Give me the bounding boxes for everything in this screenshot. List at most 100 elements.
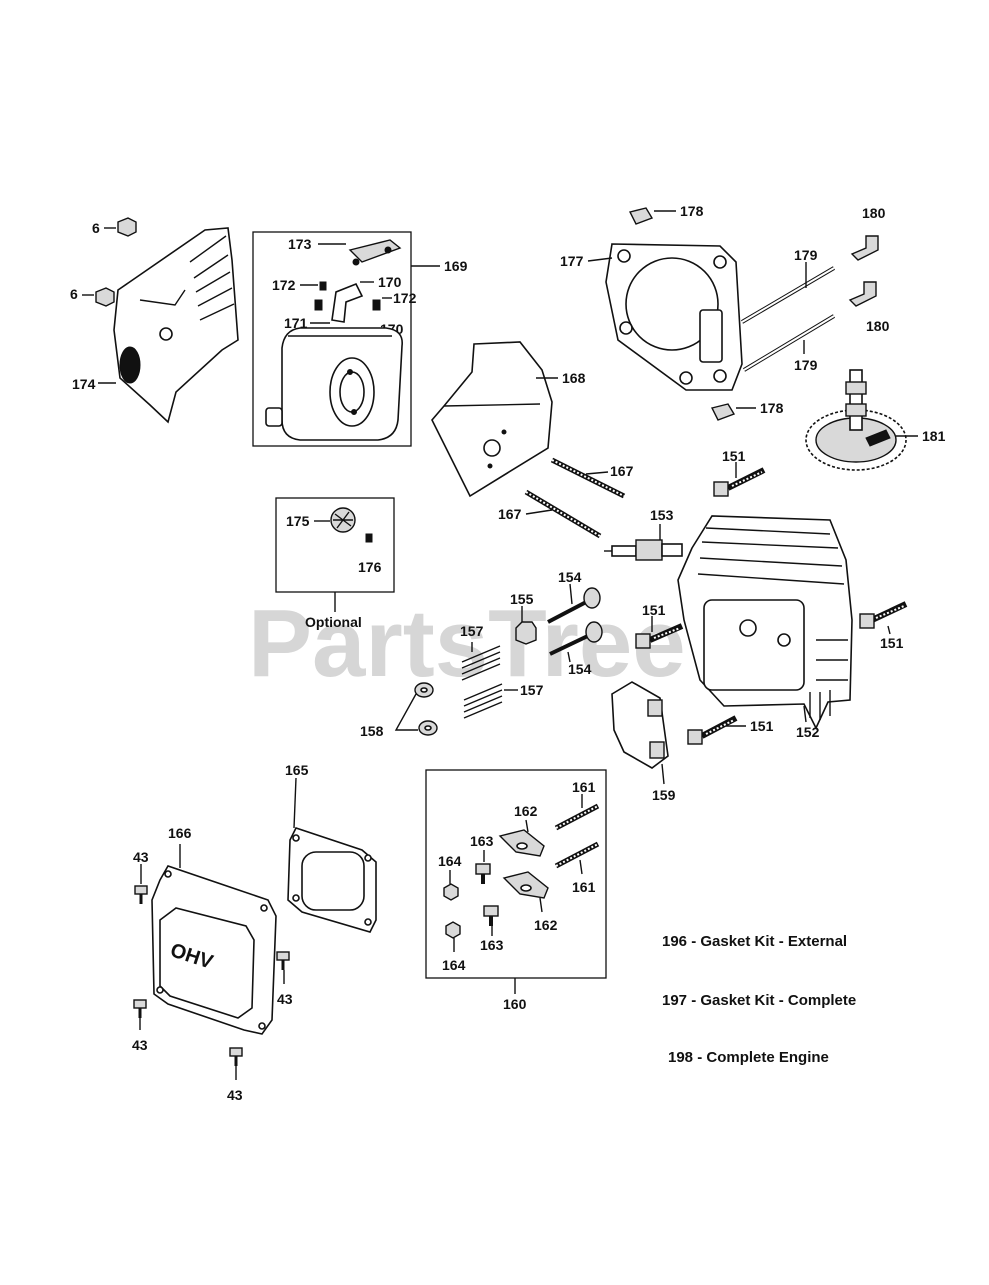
label-180b: 180 [866,318,890,334]
watermark-text: PartsTree [248,590,686,697]
part-161-stud-b [554,841,600,869]
label-173: 173 [288,236,312,252]
part-171-pipe [331,282,364,323]
part-154-valve-b [549,621,603,656]
label-163a: 163 [470,833,494,849]
part-muffler [265,327,403,441]
part-6-nut-b [95,287,115,307]
label-43c: 43 [132,1037,148,1053]
label-153: 153 [650,507,674,523]
part-166-valve-cover: OHV [151,865,277,1035]
part-181-camshaft [805,369,907,471]
label-43b: 43 [277,991,293,1007]
part-158-retainer-b [418,720,438,736]
label-170a: 170 [378,274,402,290]
label-160: 160 [503,996,527,1012]
label-151a: 151 [722,448,746,464]
label-162a: 162 [514,803,538,819]
part-43-bolt-b [276,951,290,970]
part-157-spring-b [463,683,503,719]
label-151c: 151 [880,635,904,651]
label-154b: 154 [568,661,592,677]
part-151-bolt-a [713,467,766,497]
part-174-shroud [113,227,239,424]
label-175: 175 [286,513,310,529]
label-181: 181 [922,428,946,444]
part-179-pushrod-a [740,266,836,324]
part-172-bolts [314,281,381,311]
label-6b: 6 [70,286,78,302]
label-167a: 167 [610,463,634,479]
part-178-dowel-b [710,403,736,421]
part-157-spring-a [461,645,501,681]
label-157b: 157 [520,682,544,698]
part-43-bolt-d [229,1047,243,1066]
part-178-dowel-a [628,207,654,225]
label-optional: Optional [305,614,362,630]
label-179b: 179 [794,357,818,373]
part-163-pivot-a [475,863,491,884]
box-160 [425,769,607,979]
part-179-pushrod-b [742,314,836,372]
part-159-plate [611,681,669,769]
part-151-bolt-b [635,623,684,649]
part-163-pivot-b [483,905,499,926]
part-153-spark-plug [604,539,683,561]
label-178a: 178 [680,203,704,219]
label-6a: 6 [92,220,100,236]
label-167b: 167 [498,506,522,522]
part-list-item: 198 - Complete Engine [668,1049,829,1066]
part-165-gasket [287,827,377,933]
part-152-cylinder-head [677,515,853,730]
label-161a: 161 [572,779,596,795]
part-164-nut-b [445,921,461,939]
label-166: 166 [168,825,192,841]
part-list-item: 196 - Gasket Kit - External [662,933,847,950]
label-157a: 157 [460,623,484,639]
part-6-nut-a [117,217,137,237]
part-180-tappet-b [848,281,877,307]
part-177-gasket [605,243,743,391]
part-167-stud-b [524,489,602,539]
label-171: 171 [284,315,308,331]
label-177: 177 [560,253,584,269]
part-180-tappet-a [850,235,879,261]
label-178b: 178 [760,400,784,416]
label-43d: 43 [227,1087,243,1103]
label-164b: 164 [442,957,466,973]
label-162b: 162 [534,917,558,933]
label-172b: 172 [393,290,417,306]
label-172a: 172 [272,277,296,293]
part-164-nut-a [443,883,459,901]
label-168: 168 [562,370,586,386]
label-174: 174 [72,376,96,392]
label-179a: 179 [794,247,818,263]
label-151d: 151 [750,718,774,734]
part-162-rocker-b [502,871,549,899]
part-175-screen [330,507,356,533]
part-168-shield [431,341,553,498]
label-161b: 161 [572,879,596,895]
label-154a: 154 [558,569,582,585]
label-163b: 163 [480,937,504,953]
part-173-guard [348,239,402,266]
label-158: 158 [360,723,384,739]
label-176: 176 [358,559,382,575]
part-167-stud-a [550,457,626,499]
label-169: 169 [444,258,468,274]
label-159: 159 [652,787,676,803]
part-list-item: 197 - Gasket Kit - Complete [662,992,856,1009]
part-151-bolt-c [859,601,908,629]
label-164a: 164 [438,853,462,869]
part-43-bolt-a [134,885,148,904]
label-165: 165 [285,762,309,778]
part-161-stud-a [554,803,600,831]
part-43-bolt-c [133,999,147,1018]
part-162-rocker-a [498,829,545,857]
label-180a: 180 [862,205,886,221]
part-151-bolt-d [687,715,738,745]
part-155-seal [515,621,537,645]
label-43a: 43 [133,849,149,865]
